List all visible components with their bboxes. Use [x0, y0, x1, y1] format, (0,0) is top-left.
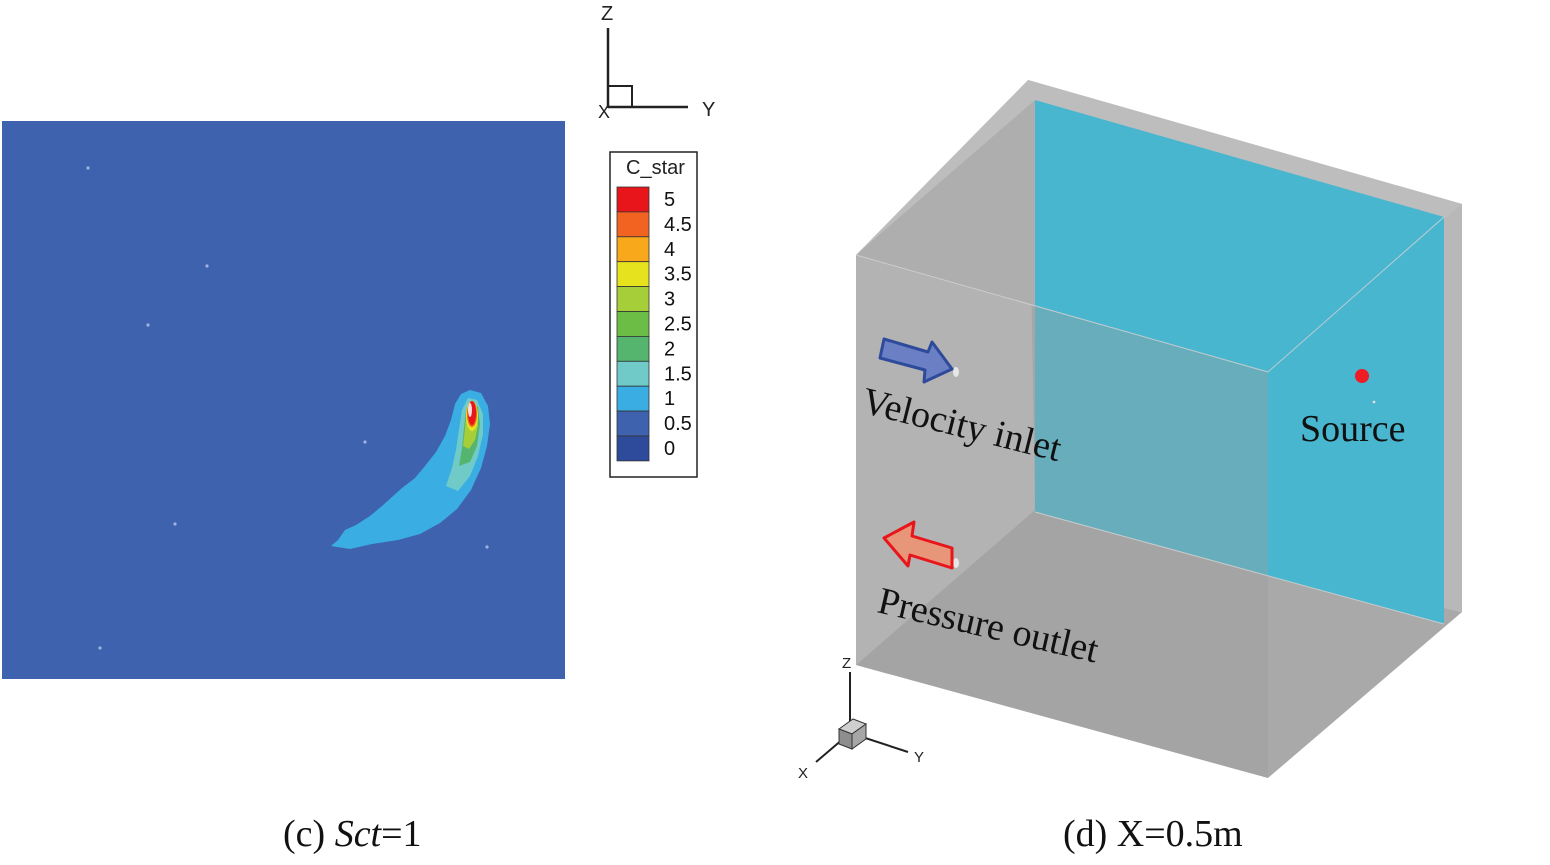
right-caption: (d) X=0.5m	[1063, 813, 1243, 855]
legend-level-label: 2.5	[664, 314, 692, 336]
left-axis-box-icon	[607, 85, 633, 108]
plume-core-highlight	[468, 403, 472, 417]
right-y-axis-label: Y	[914, 749, 924, 766]
inlet-opening	[953, 367, 959, 377]
box-edges	[855, 216, 1445, 625]
legend-swatch	[616, 360, 650, 387]
legend-swatch	[616, 311, 650, 337]
contour-plot	[2, 121, 565, 679]
box-left-face	[856, 100, 1035, 665]
legend-level-label: 5	[664, 189, 675, 211]
domain-3d: Velocity inlet Pressure outlet Source	[855, 80, 1462, 778]
left-x-axis-label: X	[598, 102, 610, 122]
left-caption-variable: Sct	[334, 813, 382, 855]
left-z-axis-label: Z	[601, 3, 613, 25]
legend-level-label: 4	[664, 239, 675, 261]
legend-swatch	[616, 410, 650, 437]
right-x-axis-label: X	[798, 765, 808, 782]
left-y-axis-label: Y	[702, 99, 715, 121]
legend-level-label: 2	[664, 338, 675, 360]
legend-level-label: 0.5	[664, 413, 692, 435]
outlet-arrow-icon	[882, 520, 954, 570]
outlet-opening	[953, 558, 959, 568]
right-axis-triad: Z Y X	[798, 655, 924, 782]
legend-swatch	[616, 261, 650, 288]
source-plane	[1035, 100, 1444, 624]
legend-swatch	[616, 236, 650, 263]
box-front-face	[856, 255, 1268, 778]
left-caption-prefix: (c)	[283, 813, 335, 855]
legend-level-label: 3.5	[664, 264, 692, 286]
right-axis-cube-icon-right	[851, 723, 867, 750]
left-caption-suffix: =1	[381, 813, 422, 855]
colorbar-legend: C_star 5 4.5 4 3.5 3 2.52 1.5 1 0.5 0	[609, 151, 698, 478]
legend-swatch	[616, 186, 650, 213]
legend-swatch	[616, 335, 650, 362]
legend-level-label: 0	[664, 438, 675, 460]
legend-swatch	[616, 286, 650, 312]
source-point-icon	[1355, 369, 1369, 383]
legend-level-label: 1.5	[664, 363, 692, 385]
legend-level-label: 4.5	[664, 214, 692, 236]
source-point-marker	[1372, 400, 1376, 404]
legend-level-label: 3	[664, 289, 675, 311]
legend-labels: 5 4.5 4 3.5 3 2.52 1.5 1 0.5 0	[664, 189, 692, 460]
legend-level-label: 1	[664, 388, 675, 410]
concentration-plume	[331, 390, 490, 549]
plume-level-1	[331, 390, 490, 549]
left-caption: (c) Sct=1	[283, 812, 422, 856]
right-z-axis-label: Z	[842, 655, 851, 672]
source-label: Source	[1300, 408, 1406, 450]
inlet-arrow-icon	[878, 337, 954, 384]
legend-swatch	[616, 435, 650, 462]
left-axis-triad: Z Y X	[598, 3, 715, 122]
legend-swatch	[616, 385, 650, 412]
legend-swatch	[616, 211, 650, 238]
legend-title: C_star	[626, 157, 685, 179]
legend-swatches	[616, 186, 650, 462]
contour-speckles	[86, 166, 489, 650]
